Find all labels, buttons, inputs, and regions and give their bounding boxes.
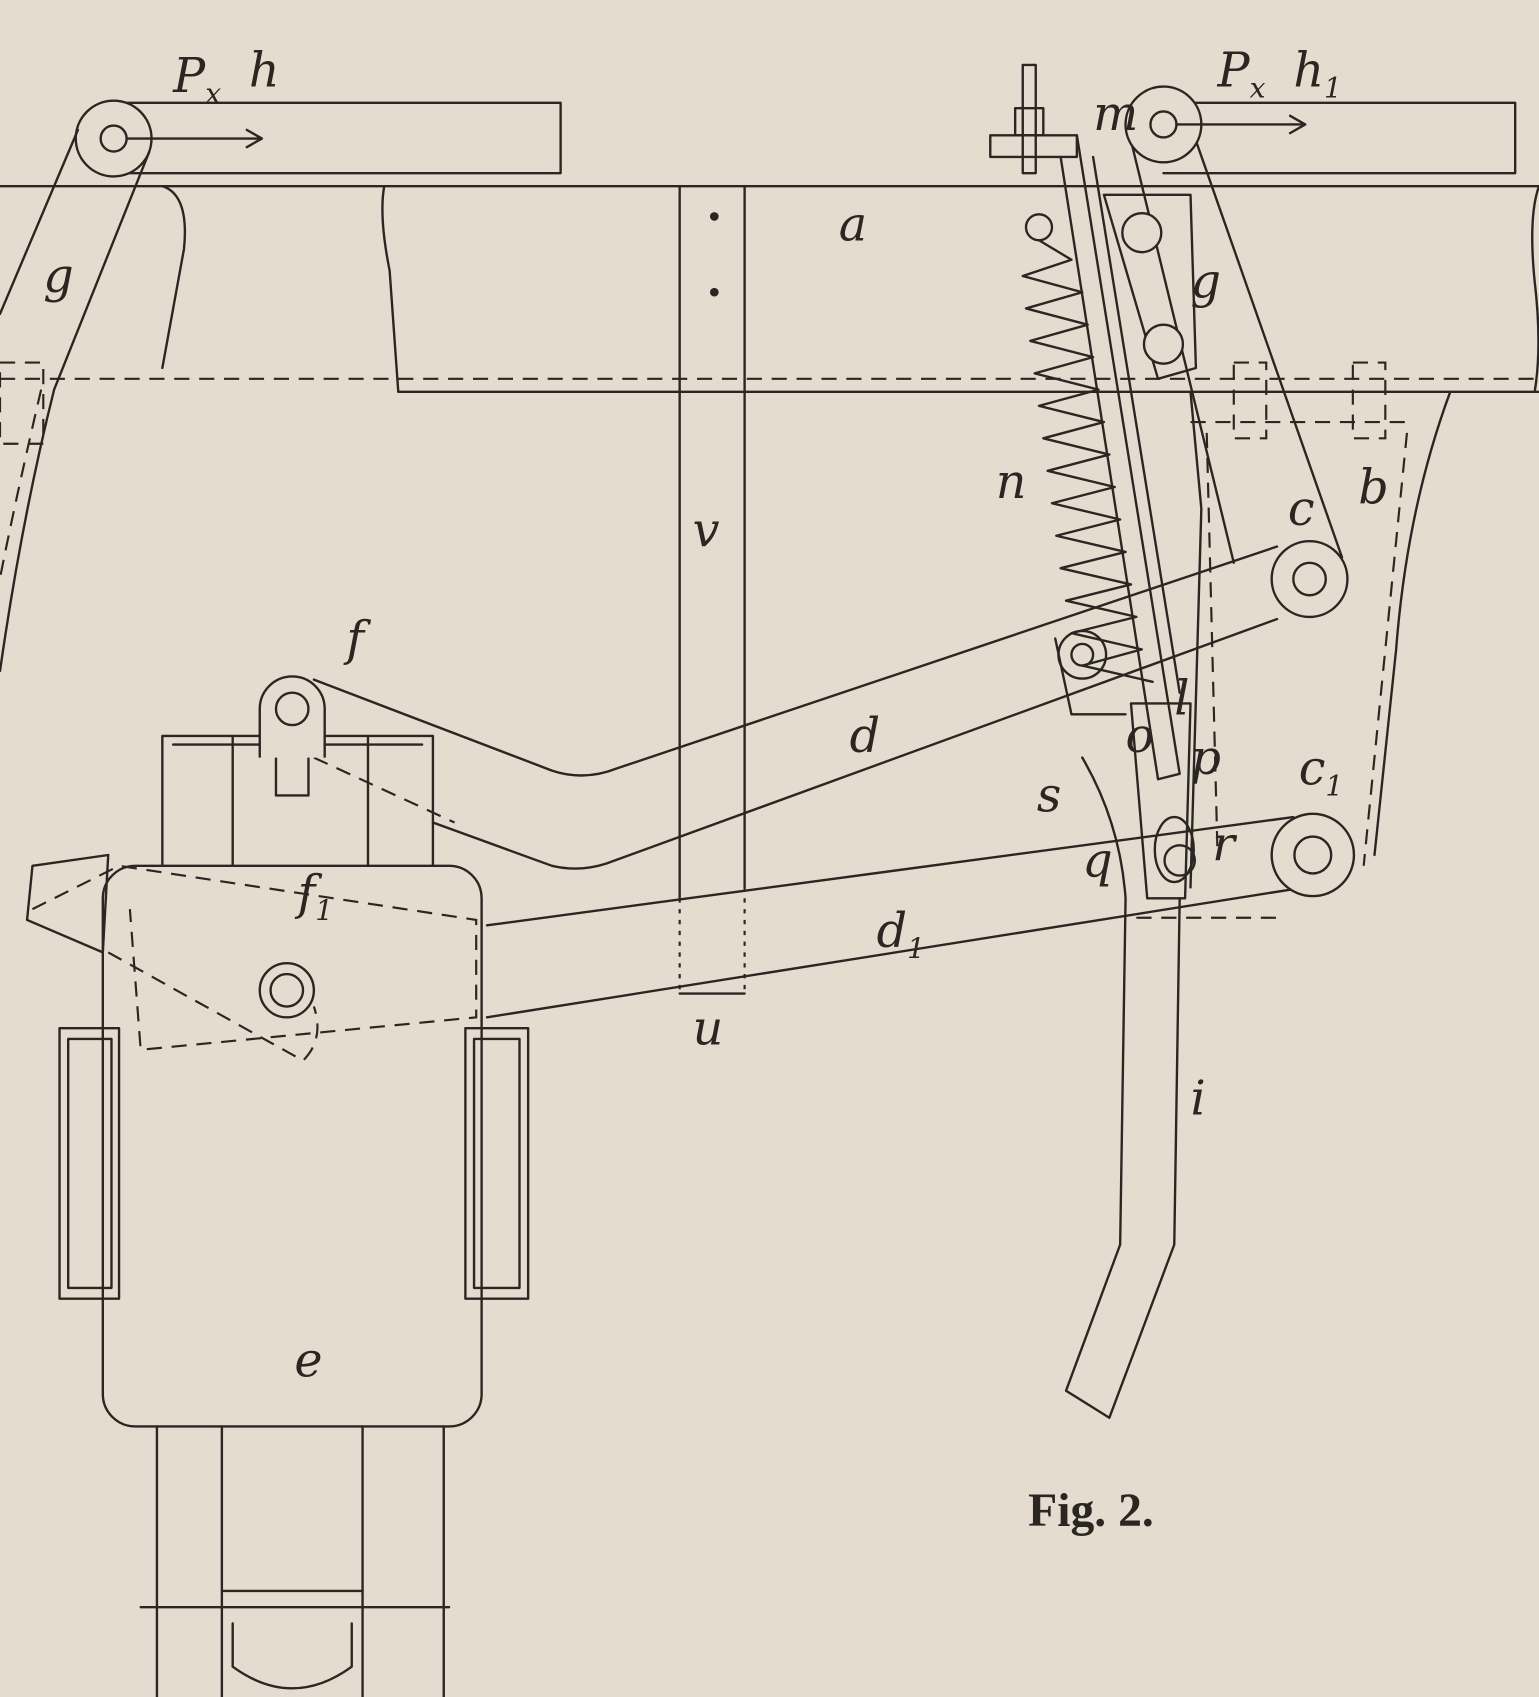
- label-d: d: [850, 709, 880, 764]
- label-d1: d1: [877, 904, 925, 965]
- lever-m: [989, 63, 1198, 781]
- label-g-right: g: [1191, 255, 1221, 310]
- label-i: i: [1191, 1072, 1206, 1127]
- label-c1: c1: [1299, 742, 1344, 803]
- label-e: e: [294, 1334, 322, 1389]
- lever-d: [312, 545, 1279, 870]
- block-e: [25, 734, 530, 1697]
- label-px-right: Px: [1217, 44, 1266, 105]
- link-g-left: [0, 128, 151, 673]
- label-f: f: [343, 612, 371, 667]
- label-b: b: [1358, 460, 1388, 515]
- label-h: h: [249, 44, 280, 99]
- label-s: s: [1037, 769, 1061, 824]
- label-v: v: [693, 504, 720, 559]
- label-q: q: [1082, 834, 1112, 889]
- label-l: l: [1174, 671, 1189, 726]
- spring-n: [1021, 239, 1154, 684]
- label-a: a: [839, 197, 867, 252]
- label-px-left: Px: [172, 49, 221, 110]
- label-u: u: [693, 1001, 724, 1056]
- bar-h: [74, 99, 562, 178]
- label-o: o: [1126, 709, 1155, 764]
- bar-v: [678, 184, 746, 995]
- label-p: p: [1191, 731, 1221, 786]
- pedal-i: [1064, 702, 1278, 1419]
- bar-h1: [1124, 85, 1517, 564]
- label-r: r: [1212, 817, 1238, 872]
- label-g-left: g: [43, 249, 73, 304]
- beam-a: [0, 184, 1539, 445]
- figure-caption: Fig. 2.: [1028, 1485, 1154, 1537]
- label-n: n: [996, 455, 1027, 510]
- lever-d1: [485, 815, 1306, 1019]
- part-labels: Px h g a v f d f1 d1 u e m Px h1 g n c b…: [43, 44, 1388, 1389]
- label-c: c: [1288, 482, 1315, 537]
- label-h1: h1: [1293, 44, 1342, 105]
- label-m: m: [1093, 87, 1138, 142]
- pivot-f: [258, 675, 326, 1019]
- bracket-right: [1189, 390, 1452, 898]
